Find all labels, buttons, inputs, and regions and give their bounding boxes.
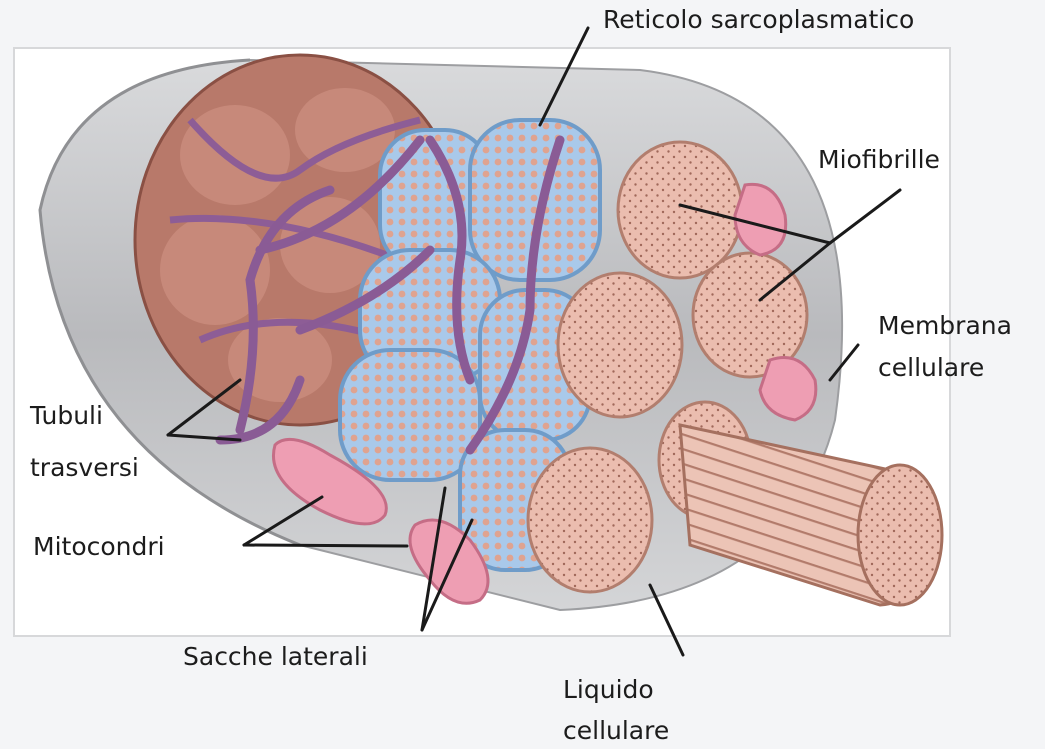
label-membrana-line2: cellulare bbox=[878, 351, 984, 384]
label-liquido-line2: cellulare bbox=[563, 714, 669, 747]
label-tubuli-line2: trasversi bbox=[30, 451, 139, 484]
label-tubuli-line1: Tubuli bbox=[30, 399, 103, 432]
label-miofibrille: Miofibrille bbox=[818, 143, 940, 176]
label-membrana-line1: Membrana bbox=[878, 309, 1012, 342]
label-sacche-laterali: Sacche laterali bbox=[183, 640, 368, 673]
label-mitocondri: Mitocondri bbox=[33, 530, 165, 563]
label-reticolo-sarcoplasmatico: Reticolo sarcoplasmatico bbox=[603, 3, 914, 36]
leader-mitocondri-b bbox=[244, 545, 407, 546]
label-liquido-line1: Liquido bbox=[563, 673, 654, 706]
